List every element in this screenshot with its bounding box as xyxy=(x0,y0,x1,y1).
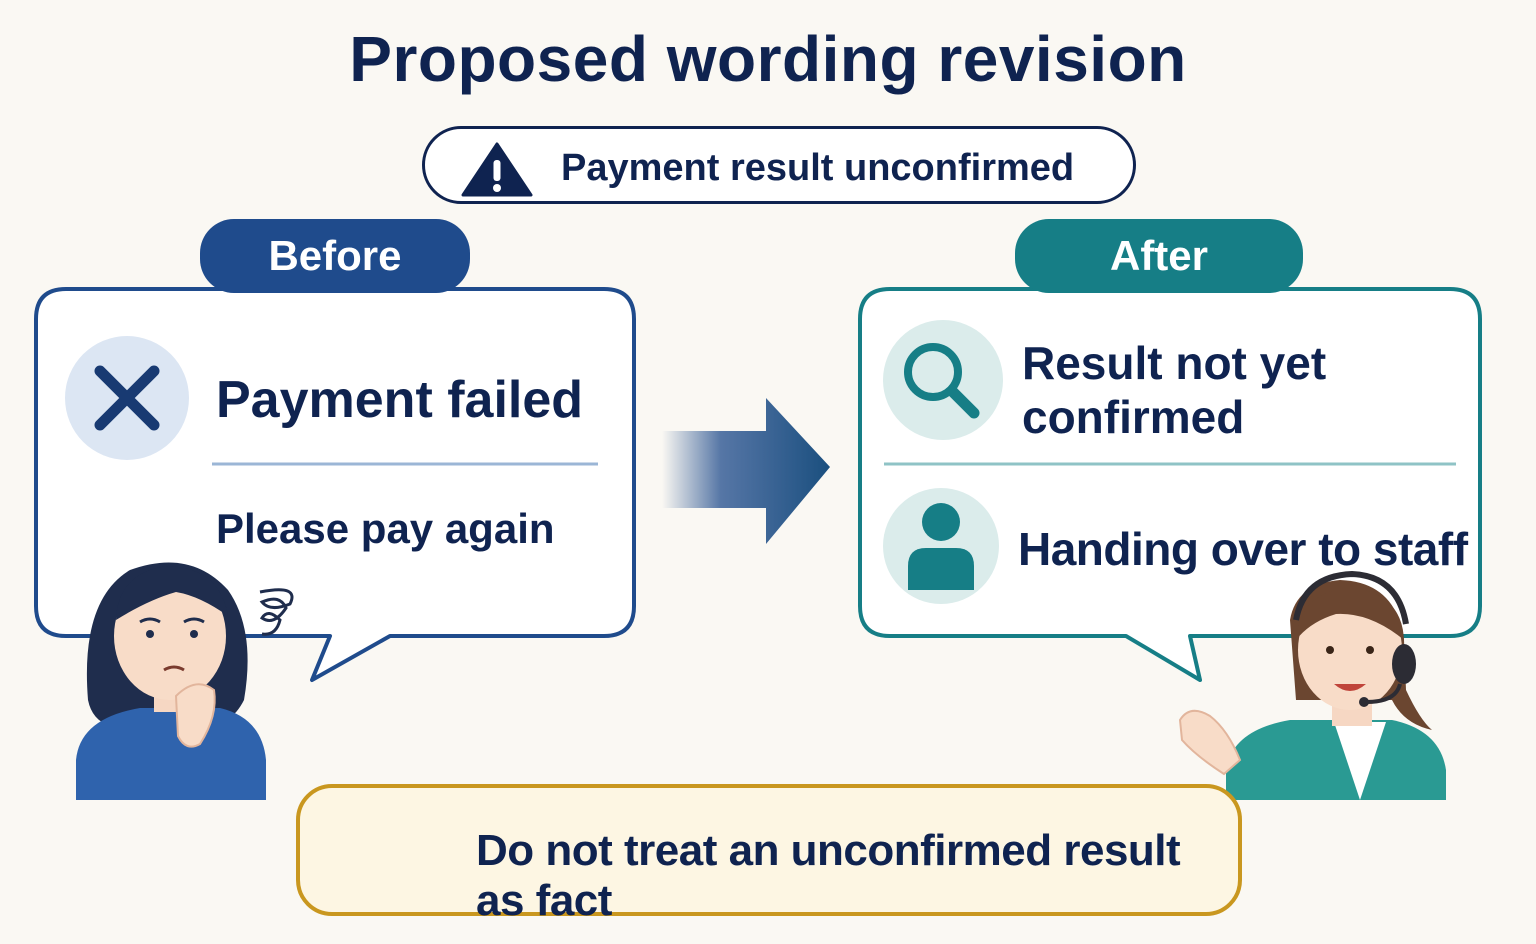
worried-customer-illustration xyxy=(76,562,294,800)
status-label: Payment result unconfirmed xyxy=(561,147,1075,189)
warning-note: Do not treat an unconfirmed result as fa… xyxy=(296,784,1242,925)
page-title: Proposed wording revision xyxy=(349,23,1187,95)
x-mark-icon xyxy=(65,336,189,460)
magnifier-icon xyxy=(883,320,1003,440)
after-tag: After xyxy=(1015,219,1303,293)
person-icon xyxy=(883,488,999,604)
transition-arrow xyxy=(662,398,830,544)
before-tag: Before xyxy=(200,219,470,293)
before-secondary-message: Please pay again xyxy=(216,505,555,552)
support-agent-illustration xyxy=(1178,570,1446,800)
warning-text: Do not treat an unconfirmed result as fa… xyxy=(476,826,1181,925)
status-banner: Payment result unconfirmed xyxy=(422,126,1136,204)
after-secondary-message: Handing over to staff xyxy=(1018,523,1468,575)
before-primary-message: Payment failed xyxy=(216,371,584,429)
warning-triangle-icon xyxy=(461,142,533,197)
after-primary-message: Result not yet confirmed xyxy=(1022,337,1327,443)
